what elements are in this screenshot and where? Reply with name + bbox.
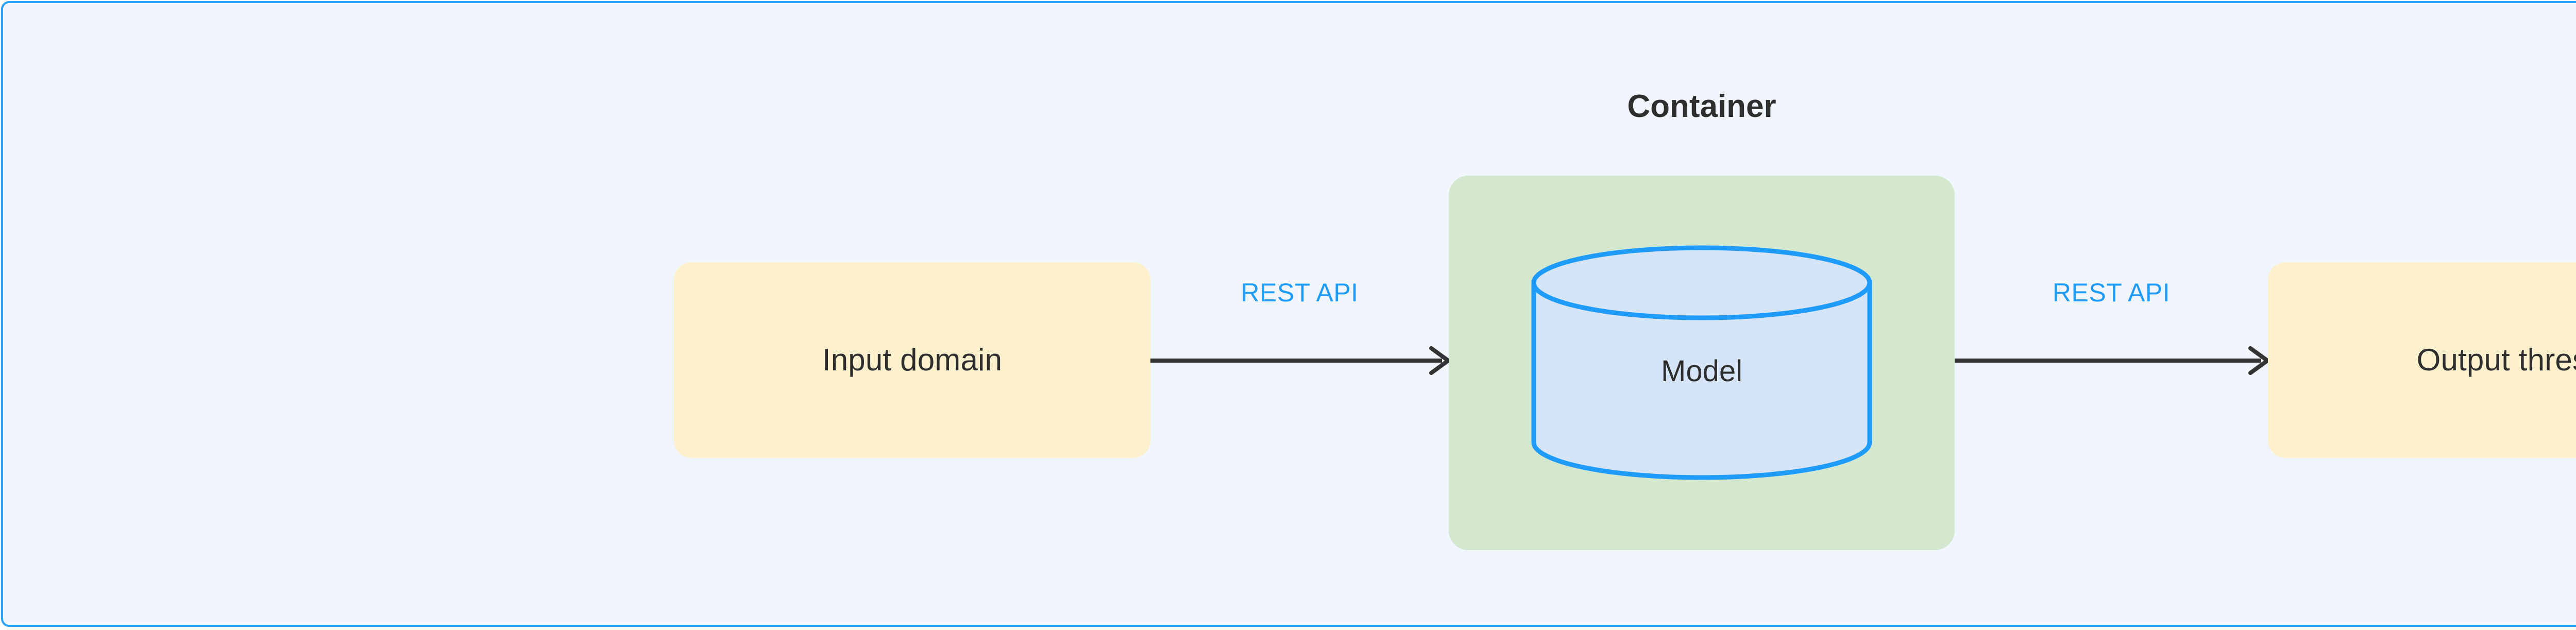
connector-label-rest-api-1: REST API xyxy=(1241,278,1359,307)
container-group-title: Container xyxy=(1627,89,1776,124)
node-model-label: Model xyxy=(1661,354,1742,388)
arrow-right-icon xyxy=(1150,346,1450,375)
connector-input-to-container xyxy=(1150,330,1454,391)
connector-label-rest-api-2: REST API xyxy=(2052,278,2171,307)
diagram-canvas: Input domain REST API Container Model RE… xyxy=(3,3,2576,625)
node-input-domain-label: Input domain xyxy=(822,343,1003,377)
node-input-domain[interactable]: Input domain xyxy=(674,262,1150,458)
node-output-threshold[interactable]: Output threshold xyxy=(2268,262,2576,458)
node-output-threshold-label: Output threshold xyxy=(2416,343,2576,377)
arrow-right-icon xyxy=(1955,346,2269,375)
connector-container-to-output xyxy=(1955,330,2273,391)
node-model-cylinder[interactable]: Model xyxy=(1531,245,1872,480)
database-cylinder-icon xyxy=(1531,245,1872,480)
